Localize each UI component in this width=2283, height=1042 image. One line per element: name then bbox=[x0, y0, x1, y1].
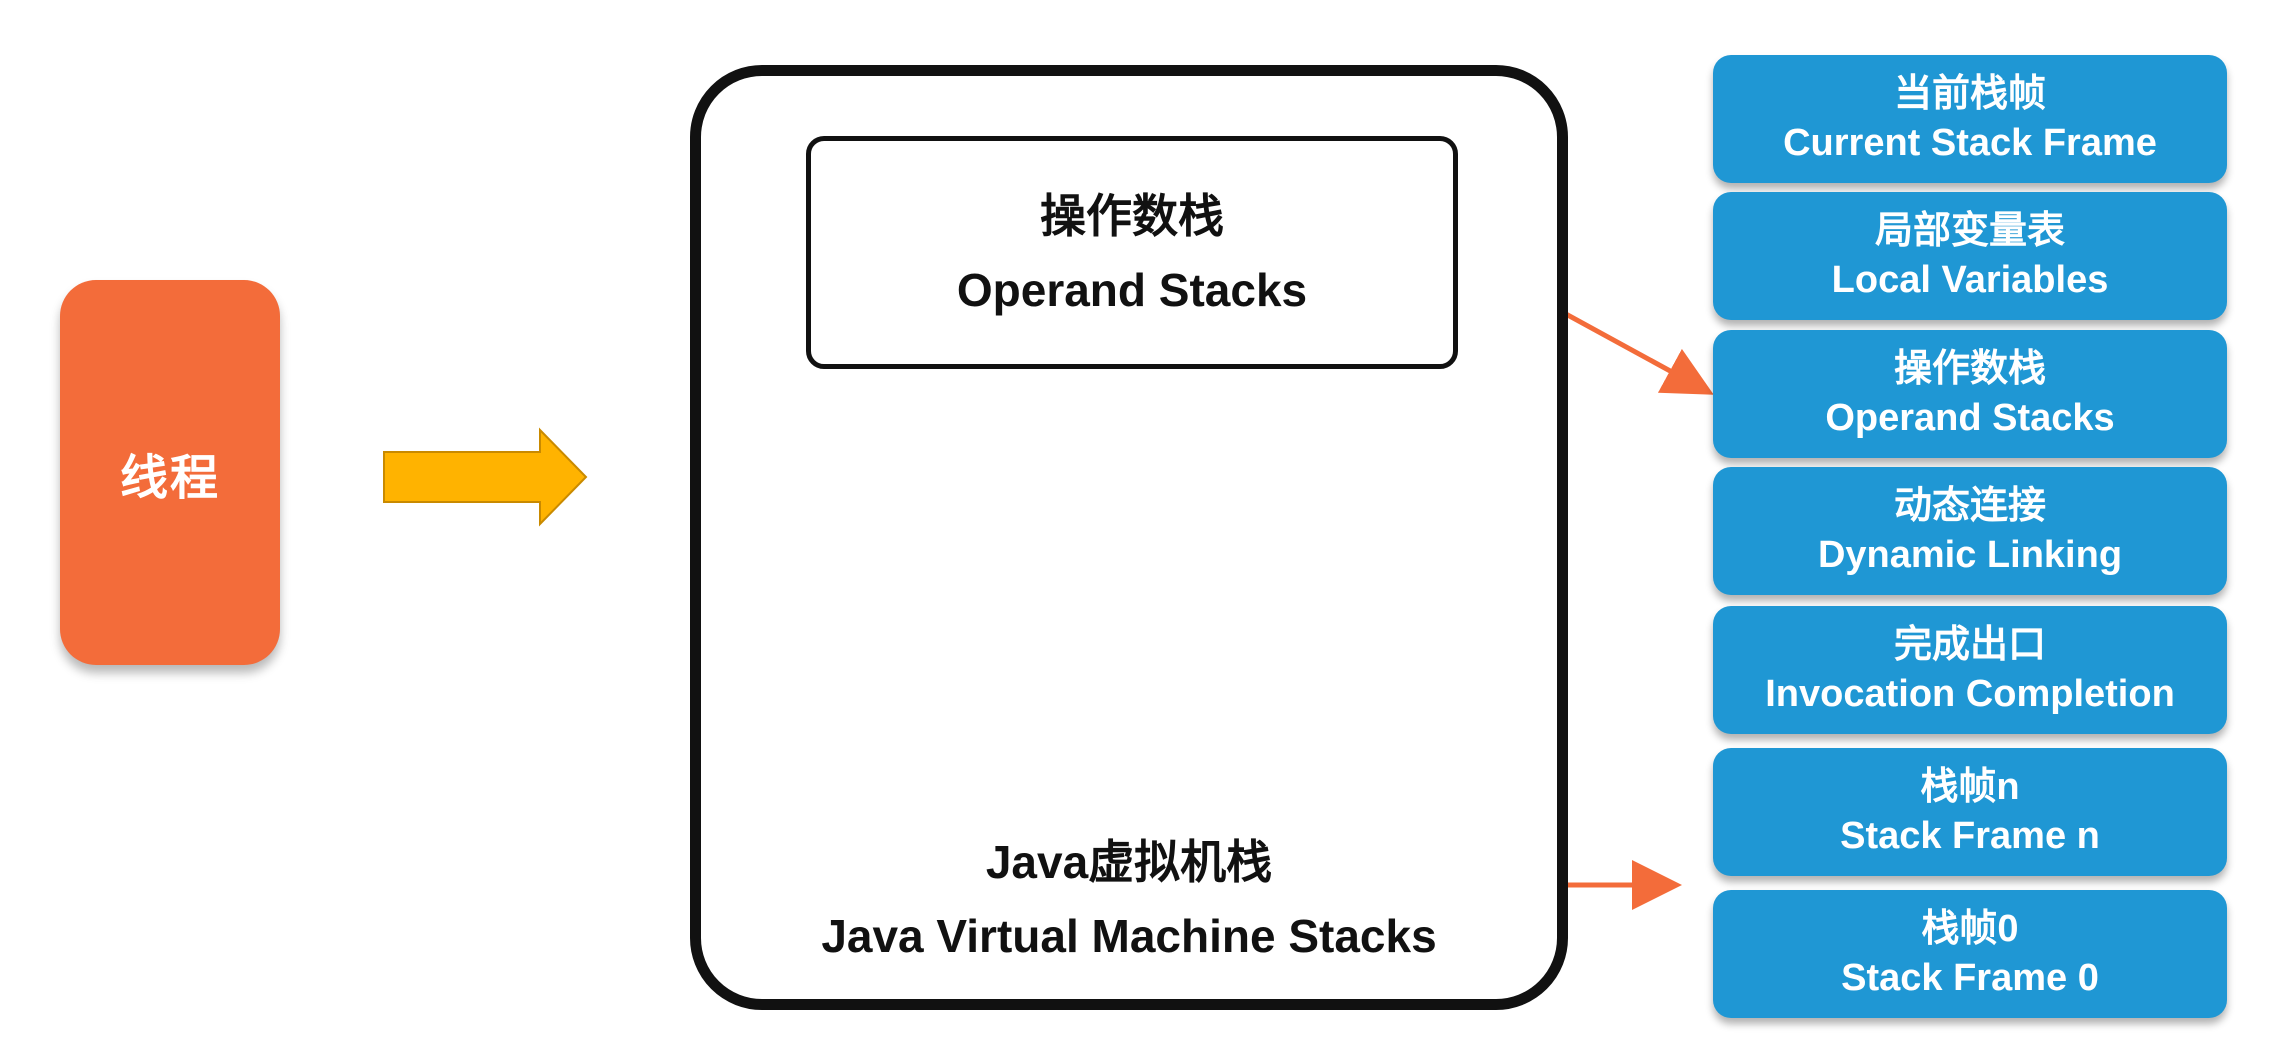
frame-operand-stacks: 操作数栈 Operand Stacks bbox=[1713, 330, 2227, 458]
frame-label-zh: 栈帧0 bbox=[1921, 908, 2019, 950]
thread-label: 线程 bbox=[119, 451, 220, 505]
frame-invocation-completion: 完成出口 Invocation Completion bbox=[1713, 606, 2227, 734]
jvm-stack-caption: Java虚拟机栈 Java Virtual Machine Stacks bbox=[690, 825, 1568, 973]
frame-label-zh: 动态连接 bbox=[1893, 485, 2046, 527]
frame-label-zh: 当前栈帧 bbox=[1893, 73, 2046, 115]
jvm-stack-title-en: Java Virtual Machine Stacks bbox=[821, 910, 1437, 962]
jvm-stack-title-zh: Java虚拟机栈 bbox=[985, 836, 1273, 888]
frame-dynamic-linking: 动态连接 Dynamic Linking bbox=[1713, 467, 2227, 595]
frame-current: 当前栈帧 Current Stack Frame bbox=[1713, 55, 2227, 183]
frame-label-en: Dynamic Linking bbox=[1817, 534, 2123, 576]
frame-stack-frame-n: 栈帧n Stack Frame n bbox=[1713, 748, 2227, 876]
frame-label-zh: 栈帧n bbox=[1920, 766, 2020, 808]
frame-label-en: Current Stack Frame bbox=[1783, 122, 2157, 164]
frame-local-variables: 局部变量表 Local Variables bbox=[1713, 192, 2227, 320]
frame-label-en: Local Variables bbox=[1831, 259, 2109, 301]
frame-label-zh: 局部变量表 bbox=[1874, 210, 2065, 252]
thread-box: 线程 bbox=[60, 280, 280, 665]
big-right-arrow bbox=[383, 427, 588, 527]
operand-stack-box: 操作数栈 Operand Stacks bbox=[806, 136, 1458, 369]
frame-label-zh: 完成出口 bbox=[1893, 624, 2046, 666]
frame-label-zh: 操作数栈 bbox=[1893, 348, 2046, 390]
frame-stack-frame-0: 栈帧0 Stack Frame 0 bbox=[1713, 890, 2227, 1018]
operand-stack-title-zh: 操作数栈 bbox=[1040, 189, 1224, 242]
frame-label-en: Operand Stacks bbox=[1825, 397, 2115, 439]
operand-stack-title-en: Operand Stacks bbox=[956, 263, 1308, 316]
frame-label-en: Invocation Completion bbox=[1765, 673, 2175, 715]
frame-label-en: Stack Frame 0 bbox=[1841, 957, 2099, 999]
frame-label-en: Stack Frame n bbox=[1840, 815, 2100, 857]
